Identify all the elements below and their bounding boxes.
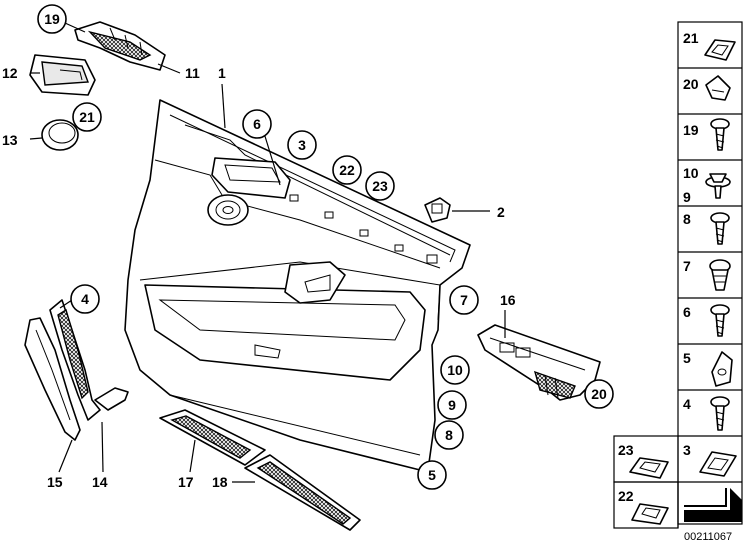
callout-9: 9 xyxy=(437,390,467,420)
callout-20: 20 xyxy=(584,379,614,409)
callout-16: 16 xyxy=(500,292,516,308)
svg-text:3: 3 xyxy=(298,137,306,153)
clip-22-icon xyxy=(631,503,669,525)
handle-insert xyxy=(49,299,129,421)
svg-text:21: 21 xyxy=(683,30,699,46)
callout-22: 22 xyxy=(332,155,362,185)
callout-3: 3 xyxy=(287,130,317,160)
svg-text:6: 6 xyxy=(683,304,691,320)
clip-21-icon xyxy=(704,39,736,61)
callout-19: 19 xyxy=(37,4,67,34)
svg-text:19: 19 xyxy=(44,11,60,27)
handle-cover xyxy=(29,54,96,96)
callout-11: 11 xyxy=(185,65,200,81)
speaker-grille xyxy=(207,194,249,226)
screw-4-icon xyxy=(710,396,730,431)
screw-6-icon xyxy=(710,304,730,337)
callout-14: 14 xyxy=(92,474,108,490)
callout-17: 17 xyxy=(178,474,194,490)
clip-20-icon xyxy=(705,75,731,101)
callout-5: 5 xyxy=(417,460,447,490)
svg-text:6: 6 xyxy=(253,116,261,132)
svg-text:21: 21 xyxy=(79,109,95,125)
svg-text:7: 7 xyxy=(683,258,691,274)
callout-7: 7 xyxy=(449,285,479,315)
callout-8: 8 xyxy=(434,420,464,450)
svg-text:19: 19 xyxy=(683,122,699,138)
fastener-legend: 21 20 19 10 9 8 7 6 5 4 3 23 22 xyxy=(613,21,743,529)
callout-12: 12 xyxy=(2,65,18,81)
door-trim-panel xyxy=(124,99,471,471)
clip-part-2 xyxy=(424,197,451,223)
callout-15: 15 xyxy=(47,474,63,490)
svg-text:23: 23 xyxy=(618,442,634,458)
svg-text:9: 9 xyxy=(448,397,456,413)
svg-text:10: 10 xyxy=(447,362,463,378)
callout-4: 4 xyxy=(70,284,100,314)
switch-panel xyxy=(477,324,601,401)
arrow-icon xyxy=(684,488,742,522)
callout-10: 10 xyxy=(440,355,470,385)
svg-text:22: 22 xyxy=(339,162,355,178)
rivet-10-9-icon xyxy=(705,173,731,199)
svg-text:4: 4 xyxy=(683,396,691,412)
screw-19-icon xyxy=(710,118,730,151)
screw-8-icon xyxy=(710,212,730,245)
callout-6: 6 xyxy=(242,109,272,139)
svg-text:23: 23 xyxy=(372,178,388,194)
svg-text:3: 3 xyxy=(683,442,691,458)
nut-5-icon xyxy=(711,351,733,387)
svg-text:9: 9 xyxy=(683,189,691,205)
svg-text:10: 10 xyxy=(683,165,699,181)
callout-2: 2 xyxy=(497,204,505,220)
svg-text:4: 4 xyxy=(81,291,89,307)
clip-7-icon xyxy=(709,259,731,291)
svg-text:20: 20 xyxy=(591,386,607,402)
callout-1: 1 xyxy=(218,65,226,81)
callout-18: 18 xyxy=(212,474,228,490)
leader-lines xyxy=(29,22,506,483)
speaker-cover-18 xyxy=(244,454,361,531)
diagram-id: 00211067 xyxy=(684,531,732,543)
callout-23: 23 xyxy=(365,171,395,201)
svg-text:5: 5 xyxy=(683,350,691,366)
svg-text:8: 8 xyxy=(683,211,691,227)
clip-3-icon xyxy=(699,451,737,477)
svg-text:22: 22 xyxy=(618,488,634,504)
upper-bracket-assembly xyxy=(74,21,166,71)
grab-handle-rail xyxy=(24,317,81,441)
round-cap xyxy=(41,119,79,151)
callout-13: 13 xyxy=(2,132,18,148)
svg-text:20: 20 xyxy=(683,76,699,92)
clip-23-icon xyxy=(629,457,669,479)
svg-text:7: 7 xyxy=(460,292,468,308)
svg-text:8: 8 xyxy=(445,427,453,443)
svg-text:5: 5 xyxy=(428,467,436,483)
speaker-cover-17 xyxy=(159,409,266,466)
callout-21: 21 xyxy=(72,102,102,132)
